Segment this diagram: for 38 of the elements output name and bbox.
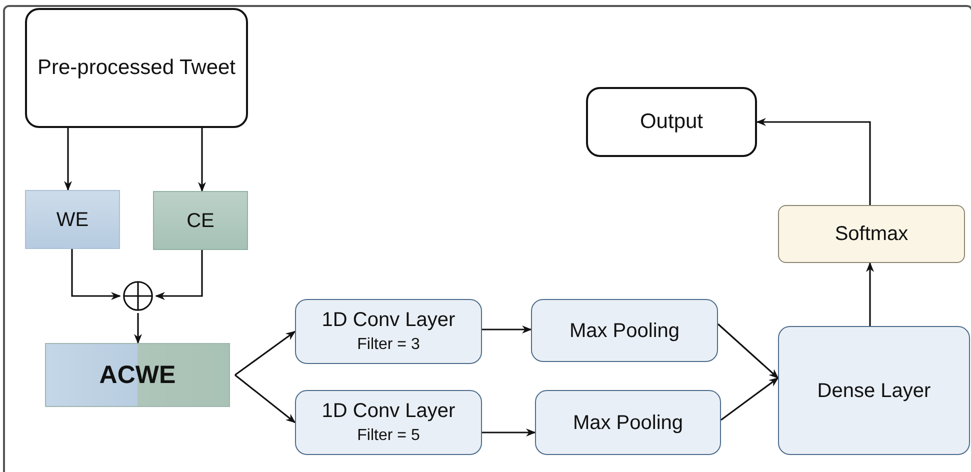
node-label: Max Pooling xyxy=(569,318,680,344)
combined-embedding-box xyxy=(45,343,230,407)
node-label: Pre-processed Tweet xyxy=(37,55,236,82)
arrow xyxy=(866,262,874,326)
conv-layer-box xyxy=(295,299,482,364)
node-label: Max Pooling xyxy=(572,410,684,436)
dense-layer-box xyxy=(778,326,970,455)
node-sublabel: Filter = 3 xyxy=(357,335,420,356)
pooling-box xyxy=(535,390,721,455)
node-label: ACWE xyxy=(99,360,176,391)
arrow xyxy=(155,250,203,300)
arrow xyxy=(71,249,121,300)
arrow xyxy=(482,428,536,436)
node-label: WE xyxy=(56,208,89,232)
embedding-box xyxy=(153,191,248,250)
conv-layer-box xyxy=(295,390,482,455)
node-sublabel: Filter = 5 xyxy=(357,426,420,446)
node-label: Softmax xyxy=(834,222,908,247)
arrow xyxy=(756,118,871,205)
arrow xyxy=(64,128,72,191)
embedding-box xyxy=(25,190,120,249)
output-box xyxy=(586,87,757,157)
node-label: Output xyxy=(640,109,704,136)
sum-symbol xyxy=(120,279,156,313)
arrow xyxy=(717,323,779,379)
arrow xyxy=(134,313,142,344)
arrow xyxy=(198,128,206,192)
node-label: 1D Conv Layer xyxy=(322,399,456,424)
node-label: 1D Conv Layer xyxy=(322,308,456,334)
node-label: Dense Layer xyxy=(817,378,931,404)
input-box xyxy=(25,8,248,128)
arrow xyxy=(234,330,296,376)
arrow xyxy=(482,326,532,334)
arrow xyxy=(234,374,296,424)
node-label: CE xyxy=(186,208,214,234)
softmax-box xyxy=(778,205,965,263)
pooling-box xyxy=(531,299,718,362)
arrow xyxy=(720,377,779,421)
